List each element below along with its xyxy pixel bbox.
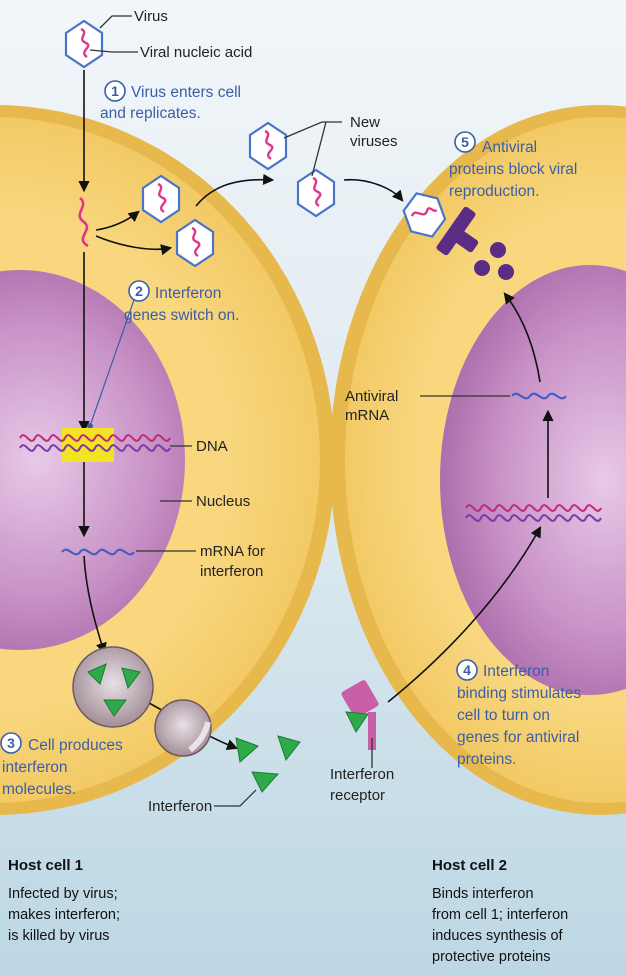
interferon-vesicle: [72, 646, 154, 728]
host-cell-2: [330, 105, 626, 815]
label-viral-nucleic-acid: Viral nucleic acid: [140, 44, 252, 61]
nucleus-cell-2: [440, 265, 626, 695]
interferon-molecules: [235, 735, 301, 793]
svg-text:genes switch on.: genes switch on.: [124, 307, 239, 324]
virus-icon: [64, 19, 104, 69]
svg-text:binding stimulates: binding stimulates: [457, 685, 581, 702]
virus-icon: [402, 192, 447, 238]
label-virus: Virus: [134, 8, 168, 25]
svg-text:protective proteins: protective proteins: [432, 949, 550, 965]
label-nucleus: Nucleus: [196, 493, 250, 510]
svg-text:genes for antiviral: genes for antiviral: [457, 729, 579, 746]
virus-icon: [141, 174, 181, 224]
label-dna: DNA: [196, 438, 228, 455]
svg-text:interferon: interferon: [2, 759, 67, 776]
svg-text:4: 4: [463, 662, 471, 678]
svg-text:cell to turn on: cell to turn on: [457, 707, 550, 724]
svg-text:5: 5: [461, 134, 469, 150]
virus-icon: [296, 168, 336, 218]
label-interferon-receptor-2: receptor: [330, 787, 385, 804]
label-new-viruses-2: viruses: [350, 133, 398, 150]
exocytosis-vesicle: [154, 699, 212, 757]
svg-text:makes interferon;: makes interferon;: [8, 907, 120, 923]
caption-host-cell-1: Host cell 1 Infected by virus; makes int…: [8, 857, 120, 944]
label-interferon-receptor: Interferon: [330, 766, 394, 783]
svg-text:Antiviral: Antiviral: [482, 139, 537, 156]
dna-cell-2: [465, 504, 602, 522]
svg-text:Binds interferon: Binds interferon: [432, 886, 534, 902]
step-4: 4 Interferon binding stimulates cell to …: [456, 659, 581, 768]
caption-host-cell-2: Host cell 2 Binds interferon from cell 1…: [432, 857, 568, 965]
antiviral-mrna: [511, 392, 567, 400]
svg-text:from cell 1; interferon: from cell 1; interferon: [432, 907, 568, 923]
label-mrna-interferon-2: interferon: [200, 563, 263, 580]
svg-text:Interferon: Interferon: [155, 285, 221, 302]
svg-text:proteins.: proteins.: [457, 751, 516, 768]
antiviral-protein: [436, 206, 514, 280]
svg-text:is killed by virus: is killed by virus: [8, 928, 110, 944]
label-mrna-interferon: mRNA for: [200, 543, 265, 560]
svg-text:reproduction.: reproduction.: [449, 183, 539, 200]
step-5: 5 Antiviral proteins block viral reprodu…: [449, 131, 577, 200]
svg-text:and replicates.: and replicates.: [100, 105, 201, 122]
svg-text:Host cell 1: Host cell 1: [8, 857, 83, 874]
svg-text:proteins block viral: proteins block viral: [449, 161, 577, 178]
svg-text:1: 1: [111, 83, 119, 99]
mrna-cell-1: [61, 548, 135, 556]
interferon-receptor: [341, 680, 379, 750]
dna-cell-1: [19, 428, 171, 462]
svg-text:Virus enters cell: Virus enters cell: [131, 84, 241, 101]
step-3: 3 Cell produces interferon molecules.: [0, 732, 123, 798]
virus-icon: [175, 218, 215, 268]
step-1: 1 Virus enters cell and replicates.: [100, 80, 241, 122]
svg-text:Infected by virus;: Infected by virus;: [8, 886, 118, 902]
step-2: 2 Interferon genes switch on.: [124, 280, 239, 324]
label-interferon: Interferon: [148, 798, 212, 815]
label-antiviral-mrna: Antiviral: [345, 388, 398, 405]
label-new-viruses: New: [350, 114, 380, 131]
svg-text:2: 2: [135, 283, 143, 299]
label-antiviral-mrna-2: mRNA: [345, 407, 389, 424]
svg-text:Cell produces: Cell produces: [28, 737, 123, 754]
svg-text:3: 3: [7, 735, 15, 751]
svg-text:molecules.: molecules.: [2, 781, 76, 798]
svg-text:induces synthesis of: induces synthesis of: [432, 928, 564, 944]
virus-icon: [248, 121, 288, 171]
svg-text:Host cell 2: Host cell 2: [432, 857, 507, 874]
svg-text:Interferon: Interferon: [483, 663, 549, 680]
viral-rna: [78, 196, 89, 248]
